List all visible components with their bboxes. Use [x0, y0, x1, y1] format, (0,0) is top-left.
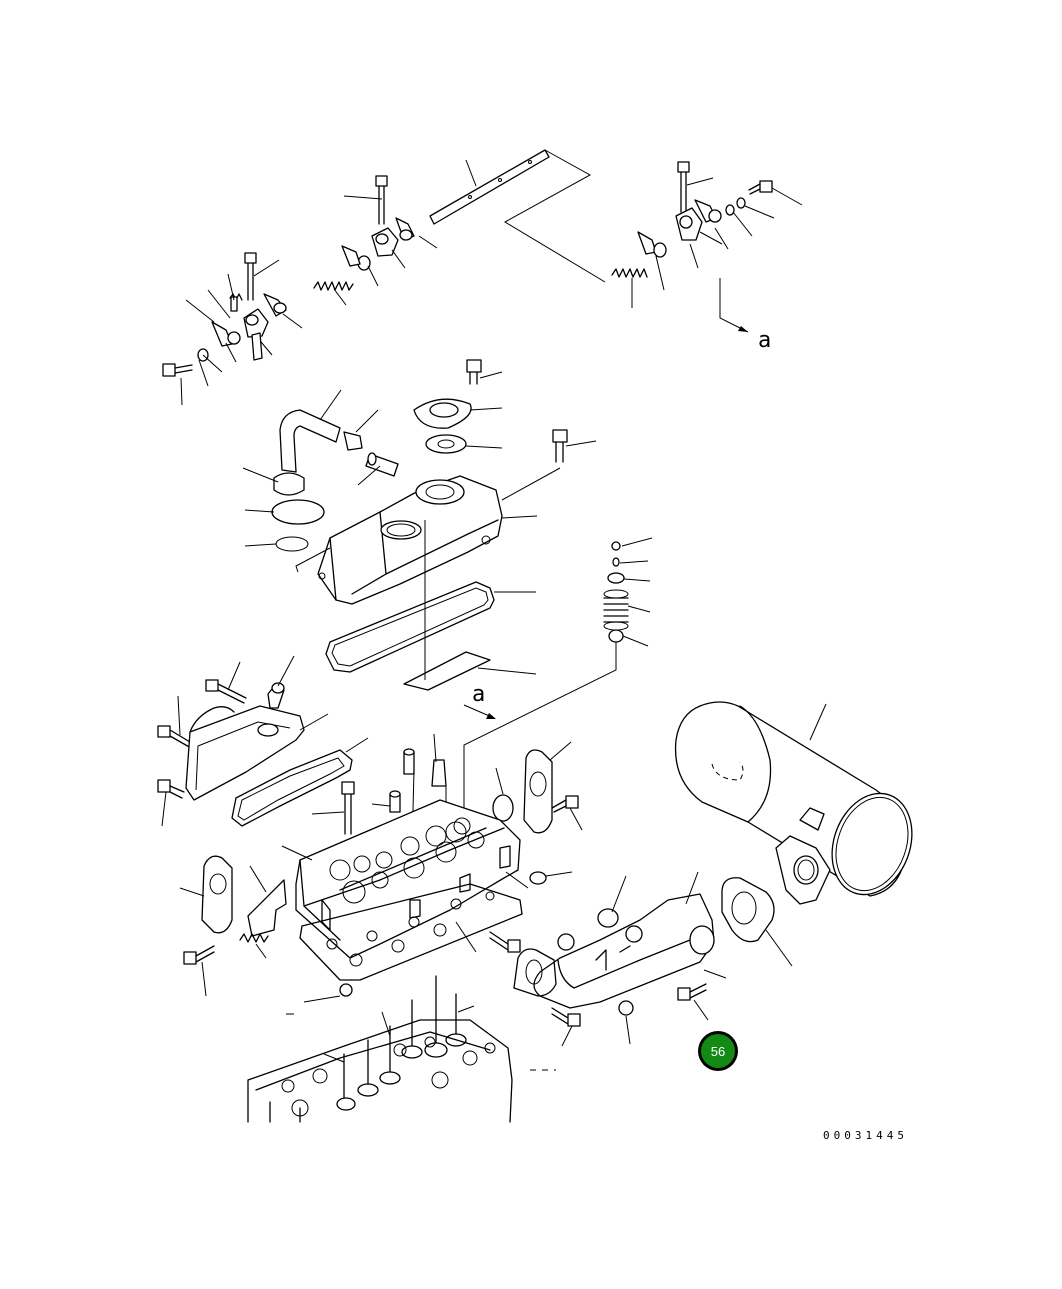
cylinder-head-cover — [295, 475, 538, 605]
water-outlet-gasket — [523, 741, 572, 834]
rocker-arm-1 — [371, 217, 438, 269]
muffler-flange — [775, 807, 831, 905]
breather-pipe — [357, 452, 399, 486]
exhaust-manifold — [533, 871, 727, 1009]
thermostat-plate — [179, 855, 233, 934]
bracket-plate — [247, 865, 287, 937]
side-bolt-lower — [183, 945, 215, 997]
valve-3 — [379, 1011, 401, 1085]
o-ring — [529, 871, 573, 885]
valve-1 — [323, 1053, 356, 1111]
rocker-washer-1 — [341, 245, 379, 287]
rocker-shaft-assembly: a — [162, 149, 803, 406]
valve-2 — [357, 1039, 379, 1097]
cover-bolt — [501, 429, 597, 501]
valves-and-block — [247, 975, 556, 1123]
breather-plate — [413, 398, 503, 429]
view-arrow-top: a — [719, 278, 771, 353]
breather-seal — [425, 434, 503, 454]
intake-gasket — [231, 737, 369, 827]
valve-4 — [401, 999, 423, 1059]
rocker-spring-right — [611, 231, 667, 308]
shield-plate — [403, 520, 537, 691]
intake-fitting — [267, 655, 295, 709]
exhaust-bolt-1 — [551, 1007, 581, 1047]
cylinder-block — [247, 1019, 556, 1123]
view-arrow-mid: a — [463, 682, 496, 719]
head-cover-gasket — [325, 581, 536, 673]
intake-bolt-1 — [205, 661, 247, 704]
muffler — [674, 701, 913, 897]
rocker-end-bolt-left — [162, 332, 263, 406]
exhaust-manifold-gasket — [513, 948, 557, 997]
water-bolt — [551, 795, 583, 831]
intake-manifold-group — [157, 655, 369, 827]
rocker-washer-set-left — [185, 273, 243, 363]
view-label-top: a — [758, 328, 771, 353]
hose-clamp — [343, 409, 379, 451]
valve-5 — [424, 975, 448, 1058]
drawing-part-number: 00031445 — [823, 1129, 908, 1142]
rocker-spring-1 — [313, 281, 354, 306]
stud-spring — [239, 933, 269, 959]
rocker-bolt-right — [677, 161, 714, 213]
small-nut — [303, 983, 353, 1003]
rocker-shaft — [429, 149, 606, 283]
callout-fill — [701, 1034, 735, 1068]
cylinder-head-group — [179, 733, 583, 1003]
exhaust-gasket — [721, 877, 793, 967]
callout-badge[interactable]: 56 — [698, 1031, 738, 1071]
head-gasket — [299, 883, 523, 981]
head-bolt — [311, 781, 355, 835]
intake-bolt-3 — [157, 779, 185, 827]
rocker-arm-right — [675, 180, 803, 269]
breather-hose — [279, 389, 342, 473]
rocker-bolt-center — [244, 252, 280, 301]
rocker-arm-2 — [243, 293, 303, 356]
exhaust-group — [513, 701, 913, 1047]
head-side-bolt — [489, 931, 521, 953]
expansion-plug — [492, 767, 514, 822]
exhaust-nut — [618, 1000, 634, 1045]
valve-guide-2 — [371, 790, 401, 813]
head-cover-group: a — [242, 359, 653, 828]
exhaust-bolt-2 — [677, 983, 709, 1021]
valve-spring-stack — [463, 537, 653, 828]
rocker-bolt-left — [343, 175, 388, 225]
callout-number: 56 — [711, 1044, 725, 1059]
breather-bolt — [466, 359, 503, 385]
intake-manifold — [185, 705, 329, 801]
oil-filler-cap — [242, 467, 325, 552]
cylinder-head — [281, 799, 529, 959]
view-label-mid: a — [472, 682, 485, 707]
